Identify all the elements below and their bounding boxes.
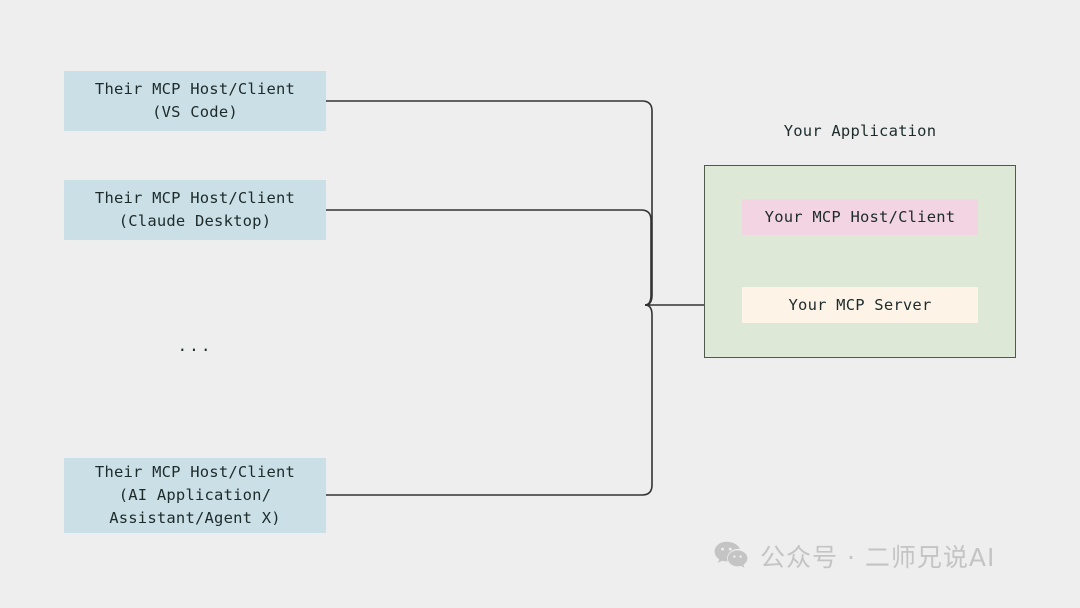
client-box-vscode[interactable]: Their MCP Host/Client (VS Code): [64, 71, 326, 131]
client-box-claude-desktop[interactable]: Their MCP Host/Client (Claude Desktop): [64, 180, 326, 240]
client-box-generic-ai-app-line1: Their MCP Host/Client: [94, 463, 296, 481]
client-box-claude-desktop-line2: (Claude Desktop): [118, 212, 272, 230]
client-box-claude-desktop-line1: Their MCP Host/Client: [94, 189, 296, 207]
your-mcp-host-client-label: Your MCP Host/Client: [764, 208, 956, 226]
wechat-icon: [714, 541, 748, 575]
your-mcp-server-box[interactable]: Your MCP Server: [742, 287, 978, 323]
ellipsis-more-clients: ...: [177, 336, 213, 355]
client-box-vscode-line2: (VS Code): [152, 103, 238, 121]
client-box-vscode-line1: Their MCP Host/Client: [94, 80, 296, 98]
client-box-generic-ai-app-line2: (AI Application/: [118, 486, 272, 504]
wire-claude-desktop: [326, 209, 652, 306]
your-mcp-host-client-box[interactable]: Your MCP Host/Client: [742, 199, 978, 235]
wire-vscode: [326, 100, 653, 306]
client-box-generic-ai-app[interactable]: Their MCP Host/Client (AI Application/ A…: [64, 458, 326, 533]
client-box-generic-ai-app-line3: Assistant/Agent X): [109, 509, 281, 527]
your-application-panel: [704, 165, 1016, 358]
your-application-title: Your Application: [783, 122, 937, 140]
wire-generic-ai-app: [326, 304, 653, 496]
your-mcp-server-label: Your MCP Server: [788, 296, 932, 314]
watermark: 公众号 · 二师兄说AI: [714, 541, 995, 575]
watermark-text: 公众号 · 二师兄说AI: [760, 543, 996, 572]
